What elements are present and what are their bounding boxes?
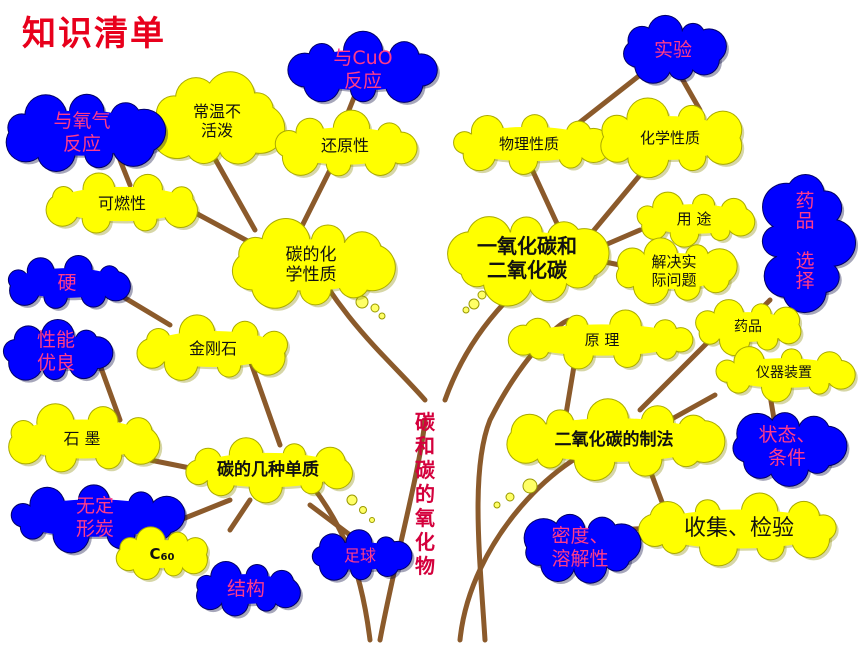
cloud-physical-prop: 物理性质 [446,114,614,177]
cloud-amorphous: 无定 形炭 [2,484,188,556]
cloud-good-performance: 性能 优良 [2,318,116,383]
cloud-hard: 硬 [2,255,133,311]
c60-label: C [149,545,161,563]
cloud-principle: 原 理 [502,309,702,372]
cloud-shape [231,218,398,311]
cloud-graphite: 石 墨 [2,403,163,475]
bubble [462,306,470,314]
cloud-shape [732,412,850,489]
bubble [369,517,375,523]
page-title: 知识清单 [22,14,166,54]
line-kr [187,207,258,248]
cloud-usage: 用 途 [632,191,758,250]
cloud-chemical-prop: 化学性质 [596,97,745,181]
cloud-shape [623,14,729,86]
cloud-react-cuo: 与CuO 反应 [287,30,440,105]
cloud-shape [311,529,415,583]
cloud-inert: 常温不 活泼 [151,71,288,167]
cloud-flammable: 可燃性 [40,172,204,236]
cloud-shape [453,114,614,177]
cloud-shape [7,255,133,311]
line-hx [587,172,643,238]
cloud-solve-problems: 解决实 际问题 [612,237,740,307]
line-sy1 [567,72,643,133]
cloud-co2-preparation: 二氧化碳的制法 [500,398,728,484]
line-yq2 [667,392,718,423]
line-wdx [177,497,233,523]
cloud-shape [523,513,644,586]
line-zq [307,502,353,538]
cloud-shape [287,30,440,105]
bubble [359,506,367,514]
bubble [522,478,538,494]
line-hard [117,292,173,328]
cloud-shape [600,97,745,181]
cloud-carbon-elements: 碳的几种单质 [178,437,358,506]
cloud-shape [507,309,696,372]
cloud-reagent: 药品 [692,299,804,359]
cloud-co-co2: 一氧化碳和 二氧化碳 [447,216,612,309]
cloud-apparatus: 仪器装置 [710,346,858,405]
bubble [505,492,515,502]
cloud-shape [45,172,201,236]
line-yq [117,157,133,188]
bubble [468,298,480,310]
c60-subscript: 60 [160,552,175,563]
cloud-react-o2: 与氧气 反应 [2,93,169,174]
bubble [378,312,386,320]
cloud-experiment: 实验 [623,14,729,86]
cloud-shape [136,314,291,383]
bubble [370,303,380,313]
center-topic: 碳和碳的氧化物 [415,410,435,578]
cloud-shape [447,216,612,309]
line-c60 [227,497,253,533]
cloud-density-solubility: 密度、 溶解性 [523,513,644,586]
line-cw [207,147,258,233]
cloud-shape [196,561,303,619]
cloud-shape [274,109,420,179]
cloud-shape [185,437,355,506]
line-yl [562,357,578,423]
line-xn [97,362,123,423]
trunk-right-2 [475,317,573,643]
cloud-shape [695,299,804,359]
cloud-reagent-choice: 药 品 选 择 [761,172,859,316]
bubble [477,290,487,300]
cloud-football: 足球 [310,529,415,583]
cloud-shape [636,191,758,250]
bubble [493,501,501,509]
line-yt [602,227,643,248]
cloud-shape [151,71,288,167]
cloud-shape [8,403,163,475]
trunk-center [377,417,428,643]
cloud-shape [615,237,740,307]
line-sy2 [677,72,703,113]
cloud-structure: 结构 [192,561,303,619]
cloud-diamond: 金刚石 [132,314,294,383]
line-jgs [247,357,283,448]
cloud-state-condition: 状态、 条件 [732,412,850,489]
cloud-shape [506,398,728,484]
cloud-carbon-chemical: 碳的化 学性质 [231,218,398,311]
line-wl [527,162,563,233]
cloud-collect-test: 收集、检验 [632,492,846,569]
cloud-shape [115,526,210,583]
cloud-shape [2,318,116,383]
cloud-reducing: 还原性 [272,109,420,179]
bubble [346,494,358,506]
cloud-shape [715,346,858,405]
cloud-shape [638,492,839,569]
cloud-shape [10,484,188,556]
cloud-shape [5,93,169,174]
cloud-shape [761,173,859,316]
